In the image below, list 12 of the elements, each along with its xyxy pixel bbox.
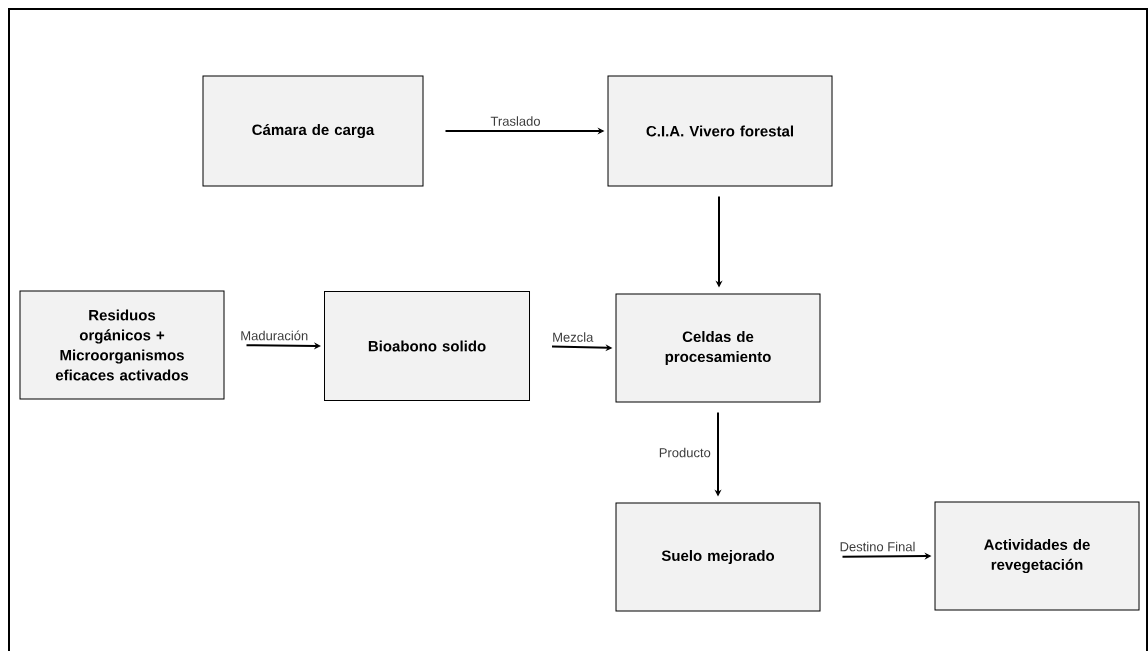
edge-label: Maduración (239, 329, 310, 342)
process-box: Suelo mejorado (615, 502, 821, 612)
edge-label: Mezcla (551, 331, 595, 343)
process-box: Actividades de revegetación (934, 501, 1140, 611)
edge-label: Traslado (489, 115, 542, 127)
edge-label: Producto (657, 446, 712, 459)
process-box: Bioabono solido (324, 291, 530, 401)
process-box: Residuos orgánicos + Microorganismos eficaces activados (19, 290, 225, 400)
process-box: C.I.A. Vivero forestal (607, 75, 833, 187)
edge-label: Destino Final (838, 540, 917, 553)
process-box: Cámara de carga (202, 75, 424, 187)
process-box: Celdas de procesamiento (615, 293, 821, 403)
